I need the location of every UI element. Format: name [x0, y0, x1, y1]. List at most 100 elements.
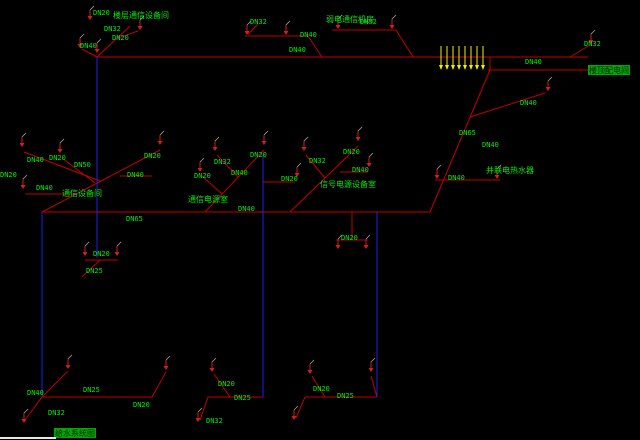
room-label: 通信设备间 [62, 188, 102, 198]
pipe-segment [117, 30, 139, 39]
pipe-segment [469, 92, 546, 118]
fixture-arrow-icon [368, 368, 374, 372]
pipe-size-label: DN20 [112, 34, 129, 42]
fixture-tick-icon [79, 33, 85, 39]
pipe-size-label: DN40 [520, 99, 537, 107]
fixture-arrow-icon [355, 137, 361, 141]
pipe-size-label: DN40 [448, 174, 465, 182]
fixture-arrow-icon [291, 416, 297, 420]
pipe-segment [429, 69, 491, 213]
fixture-tick-icon [436, 164, 442, 170]
pipe-segment [199, 396, 209, 421]
fixture-tick-icon [309, 359, 315, 365]
fixture-tick-icon [21, 132, 27, 138]
fixture-tick-icon [296, 162, 302, 168]
fixture-tick-icon [293, 405, 299, 411]
fixture-arrow-icon [366, 163, 372, 167]
pipe-segment [216, 154, 239, 178]
fixture-arrow-icon [294, 173, 300, 177]
fixture-arrow-icon [163, 366, 169, 370]
pipe-segment [311, 375, 326, 398]
pipe-size-label: DN32 [104, 25, 121, 33]
pipe-size-label: DN25 [337, 392, 354, 400]
fixture-arrow-icon [77, 44, 83, 48]
room-label: 通信电源室 [188, 194, 228, 204]
fixture-tick-icon [197, 407, 203, 413]
fixture-arrow-icon [94, 49, 100, 53]
pipe-size-label: DN40 [482, 141, 499, 149]
label-highlight [588, 65, 630, 75]
room-label: 楼顶配电间 [589, 65, 629, 75]
pipe-size-label: DN20 [93, 9, 110, 17]
label-highlight [54, 428, 96, 438]
pipe-size-label: DN40 [80, 42, 97, 50]
fixture-arrow-icon [114, 252, 120, 256]
pipe-segment [247, 23, 259, 35]
pipe-size-label: DN50 [74, 161, 91, 169]
fixture-arrow-icon [57, 149, 63, 153]
fixture-tick-icon [337, 234, 343, 240]
fixture-tick-icon [337, 14, 343, 20]
fixture-tick-icon [590, 29, 596, 35]
fixture-tick-icon [547, 76, 553, 82]
roof-riser-arrow-icon [469, 65, 473, 70]
room-label: 并联电热水器 [486, 165, 534, 175]
fixture-arrow-icon [209, 368, 215, 372]
fixture-arrow-icon [335, 245, 341, 249]
fixture-arrow-icon [137, 26, 143, 30]
roof-riser-arrow-icon [475, 65, 479, 70]
room-label: 给水系统图 [55, 428, 95, 438]
pipe-segment [204, 149, 265, 213]
pipe-size-label: DN32 [584, 40, 601, 48]
pipe-size-label: DN40 [36, 184, 53, 192]
pipe-size-label: DN40 [27, 389, 44, 397]
fixture-tick-icon [116, 241, 122, 247]
pipe-size-label: DN20 [144, 152, 161, 160]
fixture-tick-icon [263, 130, 269, 136]
pipe-size-label: DN32 [250, 18, 267, 26]
pipe-segment [289, 145, 359, 213]
pipe-segment [151, 371, 167, 398]
fixture-tick-icon [165, 355, 171, 361]
pipe-size-label: DN32 [48, 409, 65, 417]
fixture-tick-icon [285, 20, 291, 26]
pipe-segment [96, 25, 131, 58]
pipe-size-label: DN20 [343, 148, 360, 156]
roof-riser-arrow-icon [451, 65, 455, 70]
fixture-tick-icon [211, 357, 217, 363]
roof-riser-arrow-icon [463, 65, 467, 70]
pipe-segment [370, 375, 378, 398]
pipe-size-label: DN20 [250, 151, 267, 159]
pipe-size-label: DN65 [459, 129, 476, 137]
pipe-segment [23, 151, 101, 182]
pipe-size-label: DN20 [341, 234, 358, 242]
fixture-arrow-icon [335, 25, 341, 29]
fixture-arrow-icon [389, 25, 395, 29]
roof-riser-arrow-icon [457, 65, 461, 70]
pipe-size-label: DN20 [49, 154, 66, 162]
room-label: 楼层通信设备间 [113, 10, 169, 20]
fixture-arrow-icon [307, 370, 313, 374]
fixture-arrow-icon [494, 175, 500, 179]
fixture-tick-icon [199, 157, 205, 163]
fixture-tick-icon [23, 408, 29, 414]
pipe-size-label: DN20 [218, 380, 235, 388]
room-label: 弱电通信机房 [326, 14, 374, 24]
fixture-arrow-icon [87, 16, 93, 20]
pipe-size-label: DN40 [27, 156, 44, 164]
pipe-size-label: DN32 [206, 417, 223, 425]
fixture-tick-icon [365, 234, 371, 240]
pipe-size-label: DN40 [127, 171, 144, 179]
fixture-arrow-icon [261, 141, 267, 145]
pipe-size-label: DN20 [313, 385, 330, 393]
fixture-tick-icon [391, 14, 397, 20]
fixture-arrow-icon [301, 147, 307, 151]
pipe-size-label: DN25 [234, 394, 251, 402]
fixture-tick-icon [496, 164, 502, 170]
fixture-arrow-icon [244, 31, 250, 35]
fixture-tick-icon [303, 136, 309, 142]
fixture-tick-icon [246, 20, 252, 26]
pipe-size-label: DN20 [93, 250, 110, 258]
